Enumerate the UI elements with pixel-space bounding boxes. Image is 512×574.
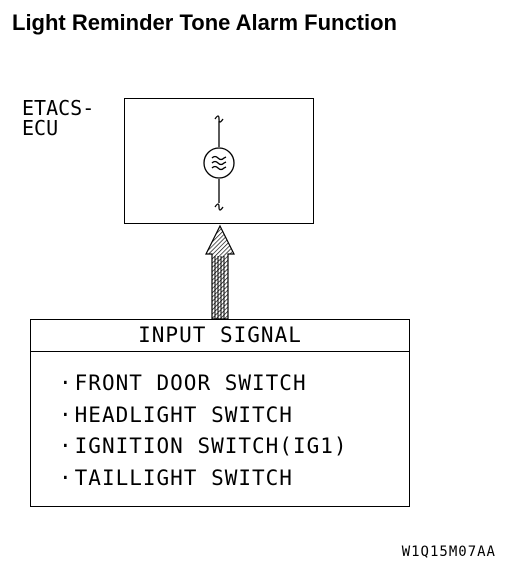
page-title: Light Reminder Tone Alarm Function [12, 10, 397, 35]
input-signal-header: INPUT SIGNAL [31, 320, 409, 352]
list-item: IGNITION SWITCH(IG1) [59, 431, 409, 463]
list-item: FRONT DOOR SWITCH [59, 368, 409, 400]
etacs-ecu-box [124, 98, 314, 224]
input-signal-box: INPUT SIGNAL FRONT DOOR SWITCH HEADLIGHT… [30, 319, 410, 507]
figure-code: W1Q15M07AA [401, 544, 496, 560]
signal-arrow-icon [205, 224, 235, 320]
list-item: HEADLIGHT SWITCH [59, 400, 409, 432]
ecu-label: ETACS- ECU [22, 98, 112, 138]
signal-list: FRONT DOOR SWITCH HEADLIGHT SWITCH IGNIT… [31, 352, 409, 494]
ecu-label-line2: ECU [22, 116, 59, 140]
ecu-label-line1: ETACS- [22, 96, 95, 120]
buzzer-icon [203, 115, 235, 211]
list-item: TAILLIGHT SWITCH [59, 463, 409, 495]
